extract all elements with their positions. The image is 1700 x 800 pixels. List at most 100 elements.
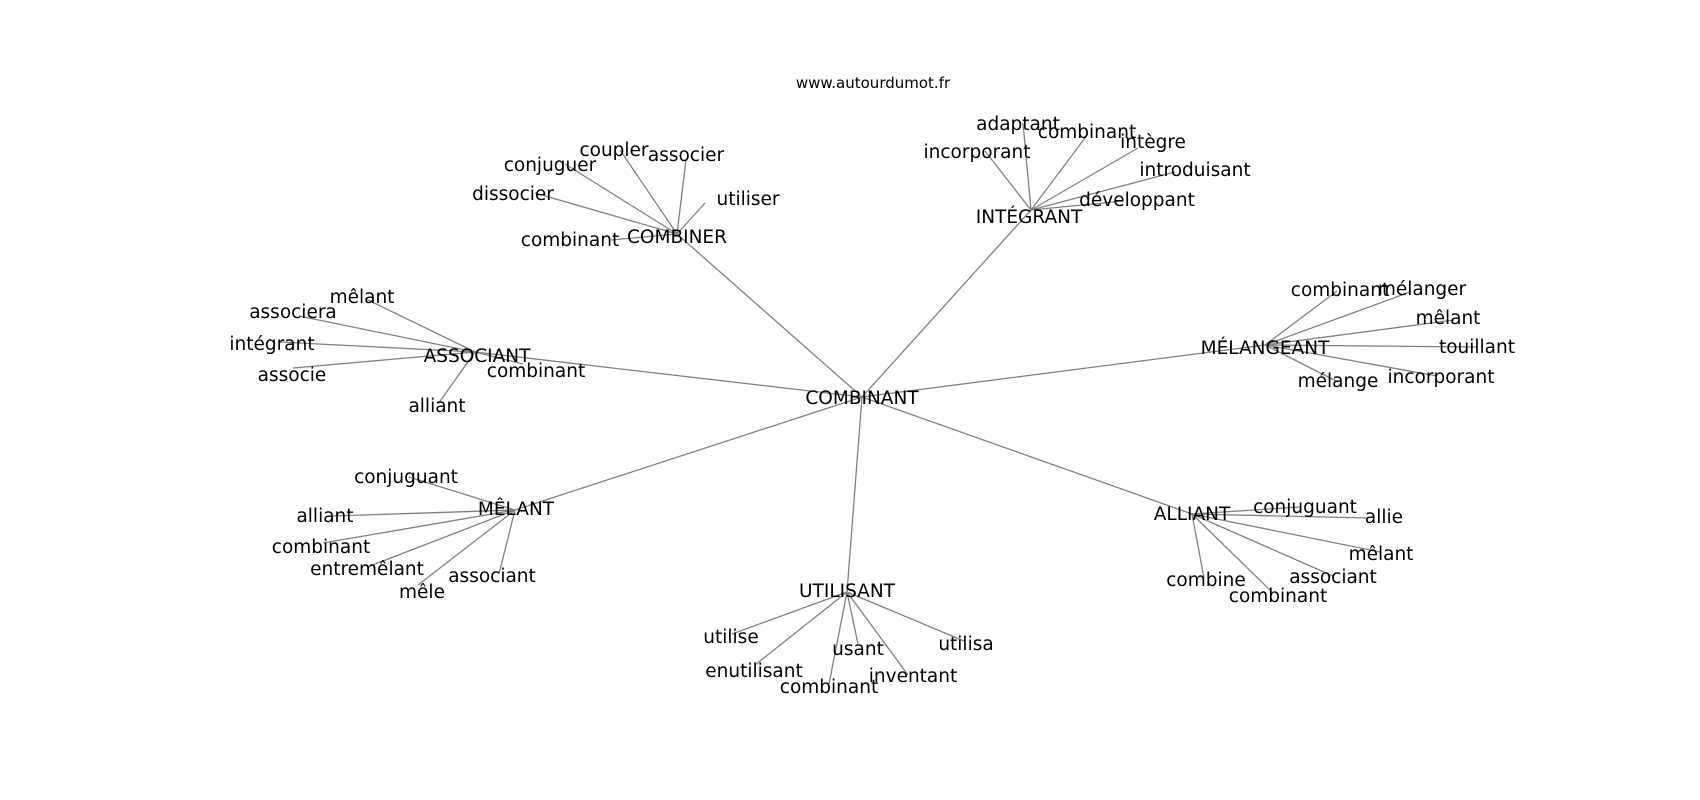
leaf-word-combiner[interactable]: combinant: [521, 230, 619, 251]
edge-utilisant-5: [846, 591, 965, 642]
leaf-word-melant[interactable]: conjuguant: [354, 467, 458, 488]
leaf-word-combiner[interactable]: dissocier: [472, 184, 554, 205]
edge-melangeant-2: [1264, 319, 1455, 346]
edge-alliant-5: [1191, 513, 1273, 593]
leaf-word-melangeant[interactable]: mêlant: [1416, 308, 1481, 329]
edge-melangeant-1: [1264, 291, 1411, 346]
edge-utilisant-1: [754, 591, 848, 666]
edge-associant-1: [298, 315, 476, 353]
edge-combiner-1: [619, 149, 678, 235]
leaf-word-utilisant[interactable]: inventant: [869, 666, 958, 687]
edge-center-melangeant: [861, 344, 1266, 398]
edge-melant-4: [417, 509, 516, 586]
edge-associant-3: [292, 351, 476, 369]
leaf-word-melangeant[interactable]: combinant: [1291, 280, 1389, 301]
edge-combiner-5: [610, 233, 678, 241]
hub-word-melangeant[interactable]: MÉLANGEANT: [1201, 337, 1330, 359]
leaf-word-combiner[interactable]: coupler: [579, 140, 648, 161]
leaf-word-associant[interactable]: associe: [258, 365, 327, 386]
hub-word-associant[interactable]: ASSOCIANT: [424, 346, 532, 367]
leaf-word-associant[interactable]: associera: [249, 302, 337, 323]
edge-utilisant-2: [828, 591, 848, 685]
leaf-word-associant[interactable]: alliant: [408, 396, 465, 417]
edge-melant-0: [408, 476, 516, 511]
leaf-word-melant[interactable]: entremêlant: [310, 559, 424, 580]
leaf-word-integrant[interactable]: incorporant: [924, 142, 1031, 163]
edge-center-integrant: [861, 209, 1032, 398]
leaf-word-alliant[interactable]: allie: [1365, 507, 1403, 528]
leaf-word-associant[interactable]: intégrant: [229, 334, 314, 355]
hub-word-integrant[interactable]: INTÉGRANT: [976, 206, 1083, 228]
edge-utilisant-4: [846, 591, 909, 676]
edge-melant-5: [498, 509, 516, 575]
leaf-word-alliant[interactable]: combine: [1166, 570, 1246, 591]
edge-utilisant-3: [846, 591, 859, 645]
leaf-word-alliant[interactable]: combinant: [1229, 586, 1327, 607]
leaf-word-utilisant[interactable]: usant: [832, 639, 884, 660]
edge-combiner-4: [534, 192, 678, 235]
hub-word-utilisant[interactable]: UTILISANT: [799, 581, 896, 602]
edge-alliant-0: [1191, 506, 1301, 515]
edge-alliant-4: [1191, 513, 1205, 579]
edge-associant-4: [474, 351, 524, 365]
leaf-word-integrant[interactable]: intègre: [1120, 132, 1186, 153]
leaf-word-utilisant[interactable]: utilisa: [938, 634, 993, 655]
leaf-word-melant[interactable]: associant: [448, 566, 536, 587]
edge-combiner-0: [564, 163, 678, 235]
leaf-word-melangeant[interactable]: mélanger: [1378, 279, 1467, 300]
hub-word-melant[interactable]: MÊLANT: [478, 498, 555, 520]
leaf-word-alliant[interactable]: associant: [1289, 567, 1377, 588]
hub-word-alliant[interactable]: ALLIANT: [1154, 504, 1231, 525]
edge-melant-3: [369, 509, 516, 567]
leaf-word-associant[interactable]: combinant: [487, 361, 585, 382]
edge-center-utilisant: [846, 396, 863, 593]
leaf-word-melangeant[interactable]: touillant: [1439, 337, 1515, 358]
edge-center-combiner: [676, 233, 863, 398]
edge-combiner-3: [676, 202, 706, 235]
edge-melant-2: [322, 509, 516, 544]
edge-integrant-5: [1030, 200, 1124, 211]
hub-word-combiner[interactable]: COMBINER: [627, 227, 727, 248]
edge-integrant-1: [1030, 137, 1086, 211]
edge-melangeant-0: [1264, 290, 1338, 346]
edge-integrant-3: [984, 150, 1032, 211]
edge-integrant-0: [1022, 122, 1032, 211]
leaf-word-melangeant[interactable]: mélange: [1298, 371, 1379, 392]
leaf-word-combiner[interactable]: associer: [648, 145, 725, 166]
edge-associant-0: [365, 298, 476, 353]
edge-melangeant-5: [1264, 344, 1339, 383]
edge-integrant-2: [1030, 147, 1139, 211]
leaf-word-integrant[interactable]: introduisant: [1139, 160, 1250, 181]
edge-center-associant: [474, 351, 863, 398]
edge-associant-5: [437, 351, 476, 405]
leaf-word-melangeant[interactable]: incorporant: [1388, 367, 1495, 388]
leaf-word-utilisant[interactable]: enutilisant: [705, 661, 802, 682]
leaf-word-melant[interactable]: alliant: [296, 506, 353, 527]
leaf-word-integrant[interactable]: adaptant: [976, 114, 1060, 135]
edge-alliant-1: [1191, 513, 1369, 519]
leaf-word-combiner[interactable]: utiliser: [716, 189, 779, 210]
edge-alliant-2: [1191, 513, 1381, 553]
edge-integrant-4: [1030, 171, 1176, 211]
edge-combiner-2: [676, 159, 687, 235]
edge-melangeant-4: [1264, 344, 1438, 377]
leaf-word-combiner[interactable]: conjuguer: [504, 155, 597, 176]
edges-layer: [279, 122, 1478, 685]
leaf-word-utilisant[interactable]: utilise: [703, 627, 758, 648]
site-url: www.autourdumot.fr: [796, 74, 951, 92]
leaf-word-melant[interactable]: combinant: [272, 537, 370, 558]
leaf-word-utilisant[interactable]: combinant: [780, 677, 878, 698]
leaf-word-associant[interactable]: mêlant: [330, 287, 395, 308]
leaf-word-melant[interactable]: mêle: [399, 582, 445, 603]
edge-associant-2: [279, 341, 476, 353]
leaf-word-integrant[interactable]: développant: [1079, 190, 1195, 211]
edge-center-alliant: [861, 396, 1193, 515]
edge-melangeant-3: [1264, 344, 1478, 348]
edge-center-melant: [514, 396, 863, 511]
center-word[interactable]: COMBINANT: [805, 388, 919, 409]
leaf-word-alliant[interactable]: conjuguant: [1253, 497, 1357, 518]
leaf-word-alliant[interactable]: mêlant: [1349, 544, 1414, 565]
leaf-word-integrant[interactable]: combinant: [1038, 122, 1136, 143]
